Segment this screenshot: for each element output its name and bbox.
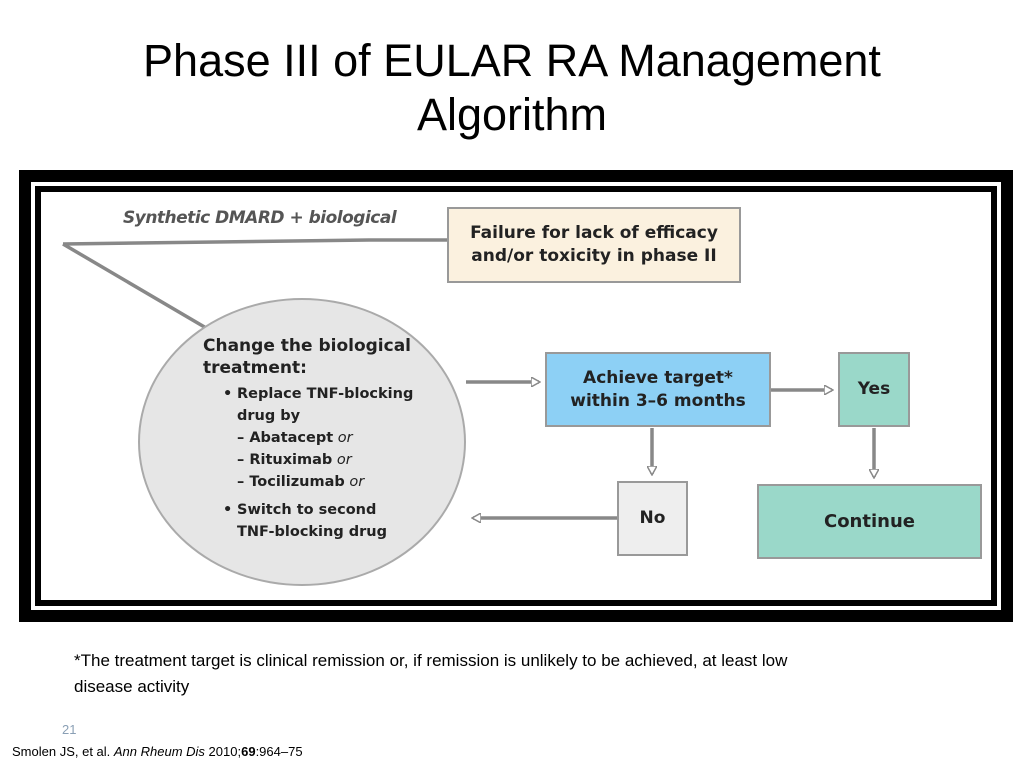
- dash-icon: –: [237, 452, 250, 468]
- bullet1-line1: Replace TNF-blocking: [237, 386, 414, 402]
- bullet-replace: • Replace TNF-blocking drug by: [223, 383, 443, 427]
- citation-year: 2010;: [204, 744, 242, 759]
- option-rituximab: – Rituximab or: [237, 449, 443, 471]
- failure-box: Failure for lack of efficacy and/or toxi…: [447, 207, 741, 283]
- dash-icon: –: [237, 430, 250, 446]
- conjunction: or: [344, 474, 365, 490]
- option-abatacept: – Abatacept or: [237, 427, 443, 449]
- connector-lines: [62, 238, 991, 600]
- option-tocilizumab: – Tocilizumab or: [237, 471, 443, 493]
- conjunction: or: [333, 430, 353, 446]
- achieve-target-box: Achieve target* within 3–6 months: [545, 352, 771, 427]
- bullet2-line2: TNF-blocking drug: [237, 524, 388, 540]
- bullet-icon: •: [223, 386, 233, 402]
- bullet-switch: • Switch to second TNF-blocking drug: [223, 499, 443, 543]
- continue-box: Continue: [757, 484, 982, 559]
- synthetic-dmard-label: Synthetic DMARD + biological: [123, 208, 397, 228]
- change-head-line1: Change the biological: [203, 336, 412, 356]
- failure-line1: Failure for lack of efficacy: [470, 223, 718, 243]
- drug-name: Tocilizumab: [249, 474, 345, 490]
- citation-volume: 69: [241, 744, 256, 759]
- bracket-top-line: [62, 238, 447, 246]
- failure-line2: and/or toxicity in phase II: [471, 246, 717, 266]
- citation-authors: Smolen JS, et al.: [12, 744, 114, 759]
- yes-box: Yes: [838, 352, 910, 427]
- bullet-icon: •: [223, 502, 233, 518]
- achieve-line1: Achieve target*: [583, 367, 733, 388]
- slide-title-line1: Phase III of EULAR RA Management: [143, 35, 881, 86]
- citation-pages: :964–75: [255, 744, 303, 759]
- no-box: No: [617, 481, 688, 556]
- footnote: *The treatment target is clinical remiss…: [74, 648, 974, 700]
- dash-icon: –: [237, 474, 250, 490]
- citation-journal: Ann Rheum Dis: [113, 744, 205, 759]
- footnote-line1: *The treatment target is clinical remiss…: [74, 651, 788, 670]
- change-treatment-text: Change the biological treatment: • Repla…: [203, 335, 443, 543]
- bullet2-line1: Switch to second: [237, 502, 377, 518]
- algorithm-diagram: Synthetic DMARD + biological Failure for…: [41, 192, 991, 600]
- bullet1-line2: drug by: [237, 408, 301, 424]
- citation: Smolen JS, et al. Ann Rheum Dis 2010;69:…: [12, 744, 303, 759]
- change-head-line2: treatment:: [203, 358, 307, 378]
- drug-name: Abatacept: [249, 430, 334, 446]
- slide-title-line2: Algorithm: [416, 89, 608, 140]
- drug-name: Rituximab: [249, 452, 333, 468]
- change-treatment-ellipse: [138, 298, 466, 586]
- slide-title: Phase III of EULAR RA Management Algorit…: [40, 34, 984, 142]
- achieve-line2: within 3–6 months: [570, 390, 746, 411]
- page-number: 21: [62, 722, 77, 737]
- footnote-line2: disease activity: [74, 677, 190, 696]
- bracket-diagonal-line: [62, 242, 214, 334]
- conjunction: or: [332, 452, 352, 468]
